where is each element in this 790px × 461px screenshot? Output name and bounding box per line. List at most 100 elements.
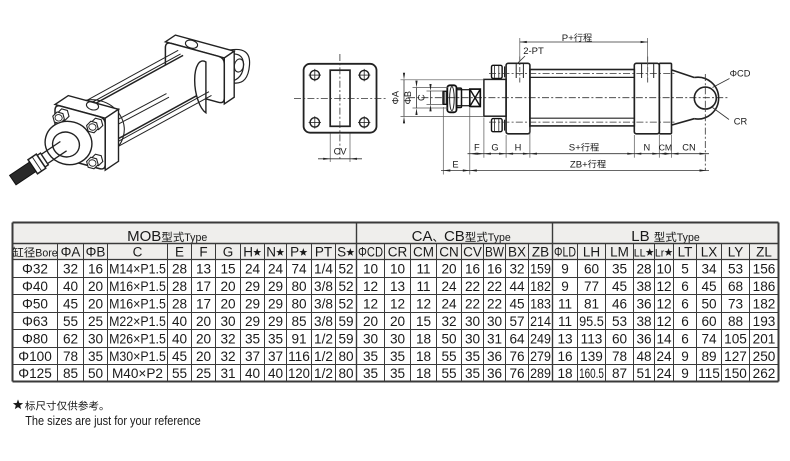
svg-text:Φ50: Φ50 (22, 296, 48, 311)
svg-text:53: 53 (728, 261, 743, 276)
svg-text:20: 20 (196, 331, 212, 346)
svg-text:20: 20 (88, 279, 104, 294)
svg-text:13: 13 (390, 279, 405, 294)
svg-text:105: 105 (724, 331, 747, 346)
svg-text:5: 5 (681, 261, 689, 276)
svg-text:29: 29 (268, 296, 283, 311)
svg-text:LT: LT (678, 245, 693, 260)
svg-text:1/2: 1/2 (314, 349, 333, 364)
svg-text:17: 17 (196, 279, 211, 294)
svg-text:CV: CV (463, 245, 482, 260)
svg-text:57: 57 (509, 314, 524, 329)
svg-text:3/8: 3/8 (314, 296, 333, 311)
svg-text:40: 40 (63, 279, 79, 294)
svg-text:CB: CB (444, 228, 465, 245)
svg-text:M40×P2: M40×P2 (112, 366, 163, 381)
svg-text:29: 29 (245, 314, 260, 329)
svg-text:35: 35 (88, 349, 103, 364)
svg-text:N: N (643, 143, 650, 153)
svg-text:32: 32 (441, 314, 456, 329)
svg-text:31: 31 (487, 331, 502, 346)
svg-text:14: 14 (656, 331, 672, 346)
svg-text:45: 45 (612, 279, 627, 294)
svg-text:10: 10 (363, 261, 379, 276)
svg-text:M16×P1.5: M16×P1.5 (109, 296, 166, 311)
svg-text:9: 9 (561, 279, 569, 294)
svg-text:12: 12 (416, 296, 431, 311)
svg-text:18: 18 (416, 349, 431, 364)
svg-text:22: 22 (487, 279, 502, 294)
svg-text:35: 35 (268, 331, 283, 346)
svg-text:38: 38 (636, 279, 651, 294)
svg-text:51: 51 (636, 366, 651, 381)
svg-text:24: 24 (656, 366, 672, 381)
svg-text:52: 52 (338, 296, 353, 311)
svg-text:53: 53 (612, 314, 627, 329)
svg-text:34: 34 (701, 261, 717, 276)
svg-text:1/2: 1/2 (314, 366, 333, 381)
svg-text:20: 20 (441, 261, 457, 276)
svg-text:55: 55 (441, 349, 456, 364)
svg-text:CV: CV (334, 146, 348, 156)
svg-text:15: 15 (220, 261, 235, 276)
svg-text:ΦB: ΦB (403, 91, 413, 104)
svg-text:52: 52 (338, 261, 353, 276)
svg-text:28: 28 (172, 261, 187, 276)
svg-text:ΦLD: ΦLD (554, 245, 576, 260)
svg-text:22: 22 (465, 296, 480, 311)
svg-text:182: 182 (530, 279, 551, 294)
svg-text:60: 60 (612, 331, 628, 346)
svg-text:N: N (266, 245, 276, 260)
svg-text:Φ80: Φ80 (22, 331, 48, 346)
svg-text:11: 11 (416, 279, 430, 294)
svg-text:35: 35 (363, 366, 378, 381)
svg-text:6: 6 (681, 296, 689, 311)
svg-text:CR: CR (734, 117, 748, 127)
svg-text:201: 201 (753, 331, 776, 346)
svg-text:LY: LY (728, 245, 744, 260)
svg-text:Lr: Lr (655, 248, 665, 260)
svg-text:9: 9 (681, 366, 689, 381)
svg-text:The sizes are just for your re: The sizes are just for your reference (25, 413, 201, 428)
svg-text:29: 29 (268, 314, 283, 329)
svg-text:85: 85 (291, 314, 306, 329)
svg-text:C: C (133, 245, 143, 260)
svg-text:1/2: 1/2 (314, 331, 333, 346)
svg-text:25: 25 (196, 366, 211, 381)
svg-text:Type: Type (488, 232, 511, 244)
svg-text:30: 30 (363, 331, 379, 346)
svg-text:18: 18 (557, 366, 572, 381)
svg-text:262: 262 (753, 366, 776, 381)
svg-text:80: 80 (291, 296, 307, 311)
svg-text:ΦCD: ΦCD (730, 69, 751, 79)
svg-text:250: 250 (753, 349, 776, 364)
svg-text:Φ32: Φ32 (22, 261, 48, 276)
svg-text:80: 80 (291, 279, 307, 294)
svg-text:ΦA: ΦA (391, 90, 401, 104)
svg-text:16: 16 (88, 261, 103, 276)
svg-text:40: 40 (172, 331, 188, 346)
svg-text:139: 139 (580, 349, 603, 364)
svg-text:55: 55 (63, 314, 78, 329)
svg-text:22: 22 (465, 279, 480, 294)
svg-text:183: 183 (530, 296, 551, 311)
svg-text:ZB: ZB (532, 245, 549, 260)
svg-text:214: 214 (530, 314, 551, 329)
svg-text:44: 44 (509, 279, 525, 294)
svg-text:Φ40: Φ40 (22, 279, 48, 294)
svg-text:3/8: 3/8 (314, 279, 333, 294)
svg-text:30: 30 (465, 314, 481, 329)
svg-text:9: 9 (681, 349, 689, 364)
svg-text:F: F (199, 245, 207, 260)
svg-text:25: 25 (88, 314, 103, 329)
svg-text:68: 68 (728, 279, 743, 294)
svg-text:6: 6 (681, 279, 689, 294)
svg-text:S: S (337, 245, 346, 260)
svg-text:16: 16 (557, 349, 572, 364)
svg-text:127: 127 (724, 349, 747, 364)
svg-text:LL: LL (634, 248, 646, 260)
svg-text:76: 76 (509, 349, 524, 364)
svg-text:37: 37 (245, 349, 260, 364)
svg-text:CA: CA (412, 228, 433, 245)
svg-text:32: 32 (509, 261, 524, 276)
